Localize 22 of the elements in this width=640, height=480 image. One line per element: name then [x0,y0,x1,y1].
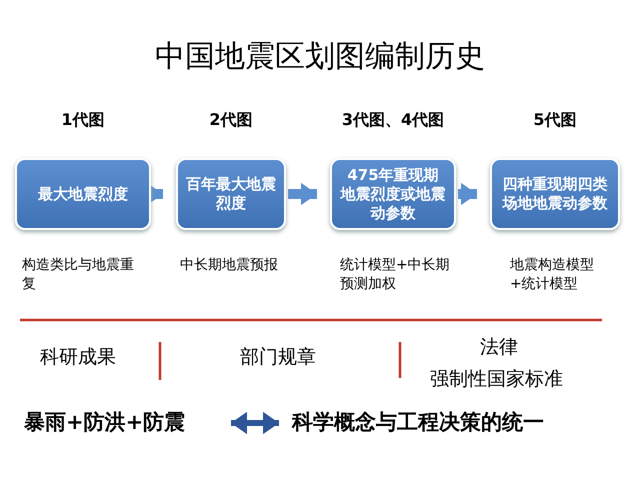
arrow [458,182,477,206]
category-label: 强制性国家标准 [430,367,563,392]
column-heading: 1代图 [60,110,106,131]
arrow [231,412,279,434]
process-box: 最大地震烈度 [15,158,151,230]
column-heading: 2代图 [208,110,254,131]
slogan-text: 暴雨+防洪+防震 [24,409,186,436]
method-note: 构造类比与地震重复 [22,256,135,294]
method-note: 中长期地震预报 [180,256,279,275]
arrow [288,182,317,206]
slogan-text: 科学概念与工程决策的统一 [292,409,545,436]
column-heading: 3代图、4代图 [340,110,446,131]
category-label: 部门规章 [240,345,316,370]
method-note: 地震构造模型+统计模型 [510,256,595,294]
method-note: 统计模型+中长期预测加权 [340,256,450,294]
process-box: 百年最大地震烈度 [176,158,286,230]
category-label: 科研成果 [40,345,116,370]
column-heading: 5代图 [532,110,578,131]
process-box: 475年重现期地震烈度或地震动参数 [330,158,456,230]
title: 中国地震区划图编制历史 [154,38,486,76]
process-box: 四种重现期四类场地地震动参数 [490,158,620,230]
category-label: 法律 [480,335,518,360]
